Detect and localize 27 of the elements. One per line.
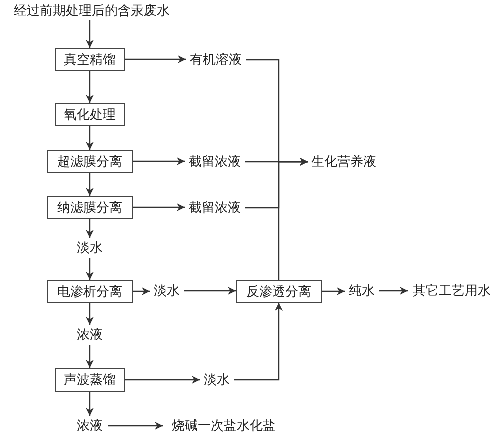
process-box: 电渗析分离 (47, 280, 133, 303)
process-box: 超滤膜分离 (47, 150, 133, 173)
arrow (86, 345, 94, 368)
arrow (125, 376, 200, 384)
arrow (133, 158, 185, 166)
process-box: 真空精馏 (55, 48, 125, 71)
arrow (86, 303, 94, 325)
arrow (86, 173, 94, 196)
arrow (379, 287, 408, 295)
arrow (86, 126, 94, 150)
arrow (86, 71, 94, 103)
arrow (86, 392, 94, 416)
process-box: 反渗透分离 (236, 280, 322, 303)
arrow (184, 287, 236, 295)
arrow (278, 158, 308, 280)
process-box: 声波蒸馏 (55, 368, 125, 392)
arrow (133, 204, 185, 212)
arrow (86, 219, 94, 238)
arrow (133, 288, 150, 296)
arrow (234, 303, 283, 381)
process-box: 氧化处理 (55, 103, 125, 126)
arrow (86, 258, 94, 280)
process-box: 纳滤膜分离 (47, 196, 133, 219)
arrow (86, 20, 94, 48)
arrow (125, 56, 186, 64)
arrow (108, 422, 163, 430)
arrow (322, 288, 345, 296)
